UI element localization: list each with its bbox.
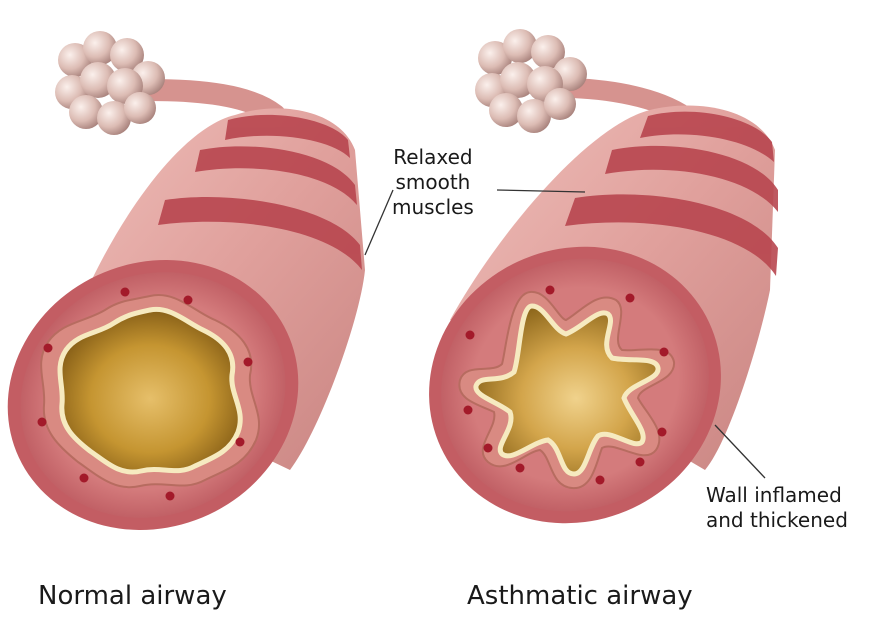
leader-relaxed-left	[364, 189, 394, 256]
smooth-muscle-bands	[565, 111, 778, 276]
alveoli-cluster	[55, 31, 165, 135]
blood-vessels	[37, 287, 253, 501]
asthmatic-airway	[429, 29, 778, 524]
alveoli-cluster	[475, 29, 587, 133]
leader-relaxed-right	[496, 189, 586, 193]
airway-lumen	[57, 306, 243, 475]
caption-asthmatic-airway: Asthmatic airway	[467, 581, 693, 611]
wall-inflamed-label: Wall inflamed and thickened	[706, 483, 848, 532]
blood-vessels	[463, 285, 669, 485]
normal-airway	[7, 31, 365, 530]
smooth-muscle-bands	[158, 114, 362, 270]
leader-lines	[364, 189, 766, 479]
airway-lumen-narrowed	[473, 303, 661, 477]
relaxed-smooth-muscles-label: Relaxed smooth muscles	[392, 145, 474, 219]
leader-wall	[714, 424, 766, 479]
caption-normal-airway: Normal airway	[38, 581, 227, 611]
